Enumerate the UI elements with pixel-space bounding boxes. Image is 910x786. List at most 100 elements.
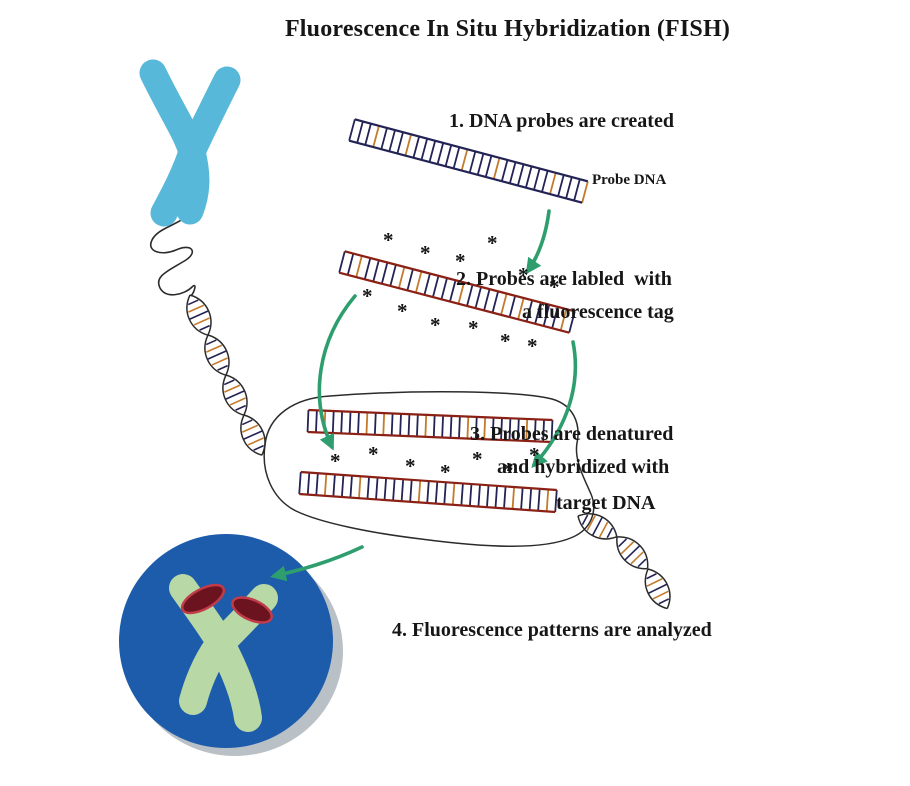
ladder-rung (460, 149, 469, 171)
ladder-rung (443, 482, 447, 505)
ladder-rung (451, 482, 456, 505)
ladder-rung (500, 159, 509, 182)
ladder-rung (503, 486, 507, 509)
ladder-rung (436, 142, 445, 165)
fluorescence-signal (180, 583, 226, 615)
ladder-rung (573, 179, 581, 201)
ladder-rung (298, 471, 302, 495)
arrow-step1-to-step2 (525, 209, 551, 275)
ladder-rung (428, 140, 437, 163)
fluorescence-tag-asterisk: * (518, 263, 529, 287)
ladder-rung (491, 417, 495, 440)
ladder-rung (390, 413, 394, 436)
ladder-rung (492, 157, 501, 180)
ladder-rung (388, 129, 396, 152)
ladder-rung (528, 488, 533, 511)
ladder-rung (417, 480, 422, 503)
ladder-rung (340, 411, 344, 434)
ladder-rung (559, 308, 568, 331)
ladder-rung (380, 127, 388, 150)
fluorescence-tags-hybridized: ******* (330, 442, 540, 484)
fluorescence-tag-asterisk: * (503, 458, 514, 482)
ladder-rung (409, 479, 413, 502)
step1-label: 1. DNA probes are created (449, 110, 674, 132)
ladder-rail (299, 492, 556, 514)
ladder-rung (372, 260, 380, 282)
ladder-rung (372, 125, 380, 148)
ladder-rung (396, 131, 404, 154)
fluorescence-tag-asterisk: * (487, 231, 498, 255)
ladder-rung (332, 474, 336, 497)
ladder-rung (484, 155, 493, 178)
ladder-rail (308, 408, 553, 422)
ladder-rung (424, 414, 428, 437)
ladder-rail (307, 430, 552, 444)
fluorescence-tag-asterisk: * (440, 460, 451, 484)
step3-label-line2: and hybridized with (497, 456, 670, 478)
microscope-view (119, 534, 343, 756)
fluorescence-tag-asterisk: * (430, 313, 441, 337)
ladder-rung (399, 413, 402, 436)
ladder-rung (383, 477, 388, 501)
ladder-rail (354, 118, 589, 183)
ladder-rung (346, 253, 355, 276)
ladder-rung (415, 271, 423, 293)
fluorescence-tag-asterisk: * (455, 249, 466, 273)
ladder-rung (542, 304, 551, 327)
ladder-rung (392, 478, 396, 501)
ladder-rung (356, 121, 364, 143)
ladder-rung (466, 416, 470, 439)
ladder-rung (432, 415, 436, 438)
fluorescence-tag-asterisk: * (362, 284, 373, 308)
ladder-rung (441, 415, 444, 438)
fluorescence-tag-asterisk: * (472, 447, 483, 471)
ladder-rung (549, 172, 557, 195)
fluorescence-tags-on-probe: ************ (362, 228, 560, 358)
ladder-rung (315, 473, 319, 496)
ladder-rung (557, 174, 565, 197)
ladder-rung (554, 489, 558, 513)
ladder-rung (500, 293, 508, 316)
ladder-rung (444, 144, 453, 167)
diagram-title: Fluorescence In Situ Hybridization (FISH… (284, 16, 731, 42)
ladder-rung (432, 275, 440, 298)
fluorescence-tag-asterisk: * (397, 299, 408, 323)
dna-coil (149, 213, 196, 297)
ladder-rung (460, 483, 464, 506)
ladder-rung (541, 170, 549, 193)
ladder-rung (440, 277, 448, 300)
ladder-rung (404, 134, 412, 156)
ladder-rung (581, 181, 589, 203)
dna-helix-segment (215, 369, 255, 421)
ladder-rung (545, 489, 550, 512)
ladder-rung (323, 473, 328, 496)
target-dna-ladder-bottom (298, 470, 558, 514)
fluorescence-signal (231, 596, 273, 624)
arrow-step2-to-hybridization-right (531, 340, 578, 468)
ladder-rung (491, 291, 499, 313)
dna-helix-segment (179, 289, 219, 341)
step3-label-line3: target DNA (556, 492, 656, 514)
ladder-rung (315, 410, 318, 433)
coil-path (149, 213, 196, 297)
ladder-rung (494, 485, 498, 508)
ladder-rung (348, 411, 352, 434)
ladder-rung (380, 262, 389, 284)
fluorescence-tag-asterisk: * (549, 275, 560, 299)
ladder-rung (400, 479, 405, 502)
fluorescence-tag-asterisk: * (330, 449, 341, 473)
ladder-rung (406, 268, 414, 291)
ladder-rung (397, 266, 406, 289)
dna-helix-segment (637, 563, 678, 614)
ladder-rung (517, 164, 525, 186)
dna-helix-left (179, 289, 273, 461)
fluorescence-tag-asterisk: * (529, 443, 540, 467)
ladder-rung (457, 282, 465, 304)
ladder-rung (565, 176, 573, 199)
ladder-rung (542, 419, 545, 442)
chromosome-illustration (139, 59, 241, 227)
ladder-rung (477, 484, 481, 507)
step2-label-line1: 2. Probes are labled with (456, 268, 672, 290)
